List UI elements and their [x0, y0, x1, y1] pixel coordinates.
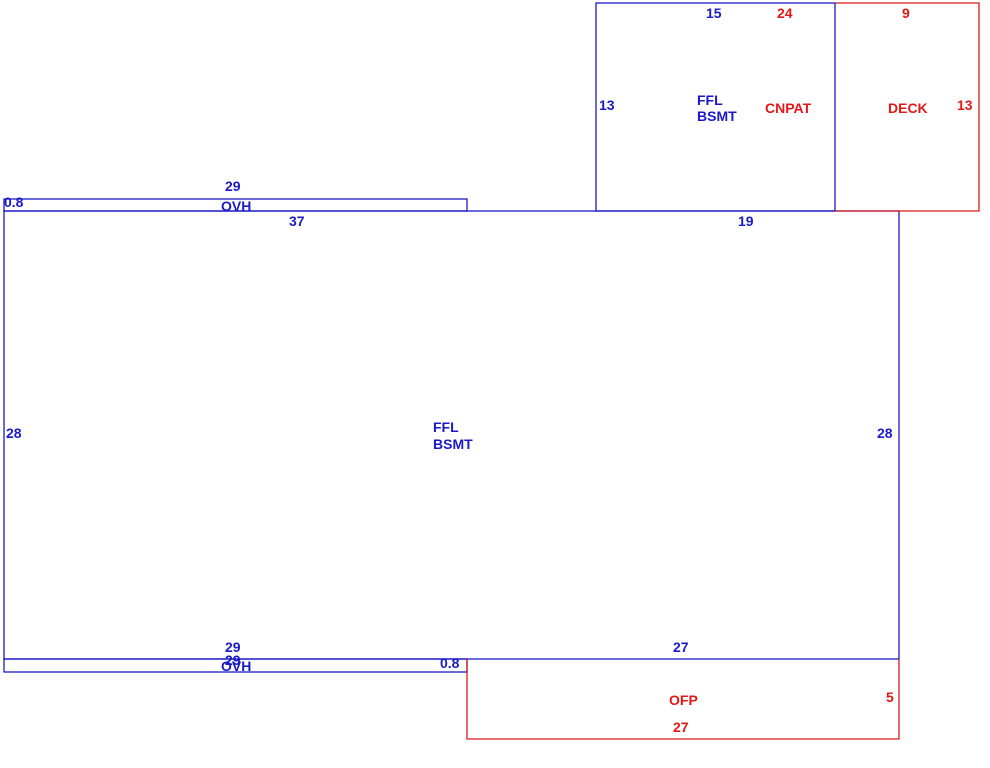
ofp-label: OFP: [669, 692, 698, 708]
main-area-dim-bottom: 27: [673, 639, 689, 655]
main-area-dim-top: 37: [289, 213, 305, 229]
ofp-dim-right: 5: [886, 689, 894, 705]
cnpat-dim-top: 24: [777, 5, 793, 21]
upper-area-outline: [595, 2, 836, 212]
overhang-bottom-dim-depth: 0.8: [440, 655, 460, 671]
overhang-top-label: OVH: [221, 198, 251, 214]
ofp-dim-bottom: 27: [673, 719, 689, 735]
overhang-top-dim-length: 29: [225, 178, 241, 194]
overhang-bottom-dim-length: 29: [225, 639, 241, 655]
upper-area-label-line1: FFL: [697, 92, 723, 108]
overhang-top-outline: [3, 198, 468, 212]
ofp-outline: [466, 659, 900, 740]
deck-label: DECK: [888, 100, 928, 116]
cnpat-label: CNPAT: [765, 100, 812, 116]
main-area-label-line2: BSMT: [433, 436, 473, 452]
upper-area-label-line2: BSMT: [697, 108, 737, 124]
deck-outline: [835, 2, 980, 212]
main-area-dim-right: 28: [877, 425, 893, 441]
main-area-dim-left: 28: [6, 425, 22, 441]
deck-dim-right: 13: [957, 97, 973, 113]
main-area-dim-top-right: 19: [738, 213, 754, 229]
upper-area-dim-top: 15: [706, 5, 722, 21]
overhang-bottom-label: OVH: [221, 658, 251, 674]
overhang-top-dim-depth: 0.8: [4, 194, 24, 210]
overhang-bottom-dim-length-overlap: 29: [225, 652, 241, 668]
main-area-outline: [3, 210, 900, 660]
deck-dim-top: 9: [902, 5, 910, 21]
upper-area-dim-left: 13: [599, 97, 615, 113]
main-area-label-line1: FFL: [433, 419, 459, 435]
